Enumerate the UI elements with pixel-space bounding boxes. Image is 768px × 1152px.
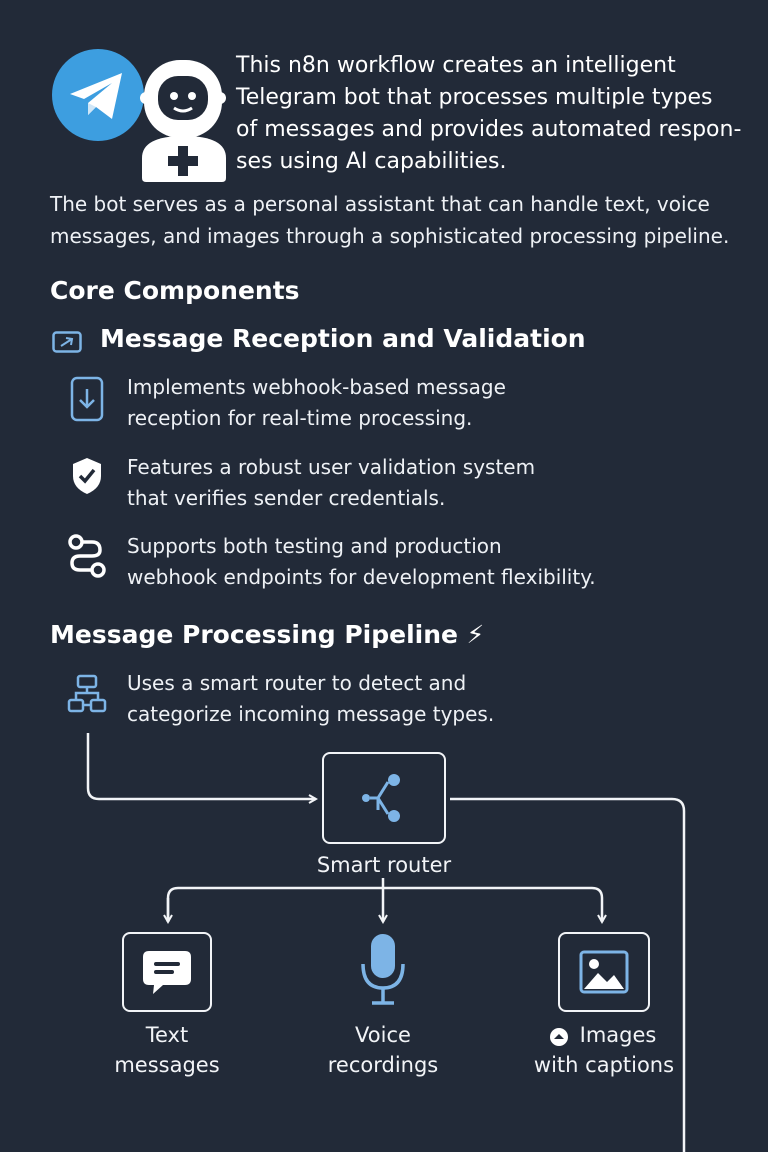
images-label: Images with captions (524, 1020, 684, 1080)
route-icon (66, 533, 108, 579)
robot-assistant-icon (138, 54, 230, 186)
mobile-download-icon (69, 375, 105, 423)
text-messages-label: Text messages (82, 1020, 252, 1080)
item-line: that verifies sender credentials. (127, 486, 446, 510)
item-line: reception for real-time processing. (127, 406, 473, 430)
item-line: Implements webhook-based message (127, 375, 506, 399)
node-label-line: Voice (355, 1023, 411, 1047)
intro-line: of messages and provides automated respo… (236, 117, 742, 142)
microphone-icon (356, 932, 410, 1008)
connector-to-router (86, 733, 316, 799)
item-line: Supports both testing and production (127, 534, 502, 558)
intro-line: Telegram bot that processes multiple typ… (236, 85, 713, 110)
router-branch-icon (362, 774, 400, 822)
item-line: webhook endpoints for development flexib… (127, 565, 596, 589)
camera-icon (548, 1027, 570, 1047)
item-line: Features a robust user validation system (127, 455, 536, 479)
item-line: Uses a smart router to detect and (127, 671, 467, 695)
summary-line: The bot serves as a personal assistant t… (50, 192, 710, 216)
router-description: Uses a smart router to detect and catego… (127, 668, 727, 730)
router-label: Smart router (316, 853, 452, 877)
images-node (558, 932, 650, 1012)
message-window-icon (52, 331, 82, 353)
core-components-heading: Core Components (50, 276, 300, 305)
smart-router-node (322, 752, 446, 844)
text-messages-node (122, 932, 212, 1012)
node-label-line: messages (114, 1053, 220, 1077)
summary-line: messages, and images through a sophistic… (50, 224, 730, 248)
node-label-line: with captions (533, 1053, 675, 1077)
intro-paragraph: This n8n workflow creates an intelligent… (236, 50, 746, 178)
item-line: categorize incoming message types. (127, 702, 495, 726)
chat-bubble-icon (143, 951, 191, 994)
node-label-line: recordings (327, 1053, 439, 1077)
reception-item: Features a robust user validation system… (127, 452, 727, 514)
sitemap-icon (66, 673, 108, 715)
reception-item: Supports both testing and production web… (127, 531, 727, 593)
image-icon (579, 950, 629, 994)
reception-heading: Message Reception and Validation (100, 324, 586, 353)
node-label-line: Images (579, 1023, 657, 1047)
telegram-logo-icon (50, 47, 146, 143)
intro-line: ses using AI capabilities. (236, 149, 507, 174)
intro-line: This n8n workflow creates an intelligent (236, 53, 676, 78)
voice-recordings-label: Voice recordings (298, 1020, 468, 1080)
connector-branch (166, 886, 602, 922)
connector-router-out (450, 797, 686, 1152)
node-label-line: Text (145, 1023, 189, 1047)
shield-check-icon (70, 456, 104, 496)
reception-item: Implements webhook-based message recepti… (127, 372, 727, 434)
pipeline-heading: Message Processing Pipeline ⚡ (50, 620, 485, 649)
summary-paragraph: The bot serves as a personal assistant t… (50, 188, 750, 252)
